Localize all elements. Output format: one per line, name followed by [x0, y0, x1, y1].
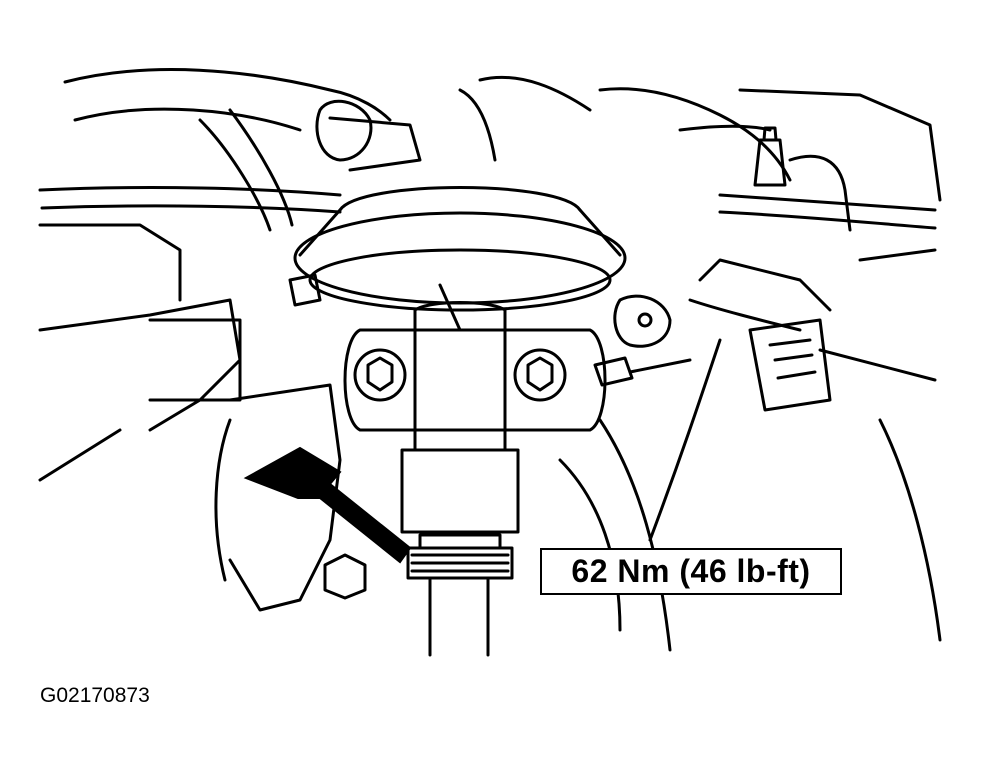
- flange-bolt-right: [513, 348, 567, 402]
- connector: [748, 318, 832, 412]
- valve-stem: [413, 308, 507, 452]
- tube-below: [428, 578, 490, 657]
- arrow-pointer-icon: [243, 446, 412, 564]
- sensor: [753, 126, 787, 187]
- upper-hose-lower: [73, 107, 302, 132]
- vacuum-diaphragm: [293, 211, 627, 305]
- hose-clamp: [315, 99, 373, 162]
- rail-line: [38, 186, 342, 214]
- figure-id: G02170873: [40, 684, 150, 707]
- threaded-fitting: [406, 546, 514, 580]
- upper-hose: [63, 68, 392, 122]
- mounting-flange: [343, 328, 607, 432]
- rail-line-right: [718, 193, 937, 230]
- flange-bolt-left: [353, 348, 407, 402]
- nut-left: [323, 553, 367, 600]
- torque-spec-callout: 62 Nm (46 lb-ft): [540, 548, 842, 595]
- valve-sleeve: [400, 448, 520, 534]
